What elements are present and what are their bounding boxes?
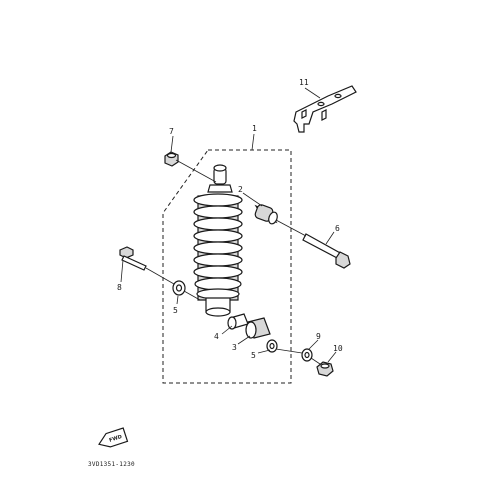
bracket-part-11	[293, 85, 357, 133]
part-code: 3VD1351-1230	[88, 461, 135, 468]
callout-7: 7	[169, 127, 174, 136]
callout-2: 2	[238, 185, 243, 194]
bolt-part-8	[119, 246, 147, 271]
washer-part-9	[301, 348, 313, 362]
assembly-boundary	[162, 149, 292, 384]
callout-6: 6	[335, 224, 340, 233]
callout-4: 4	[214, 332, 219, 341]
fwd-arrow-icon: FWD	[98, 427, 129, 448]
washer-part-5-left	[172, 280, 186, 296]
nut-part-10	[316, 361, 334, 377]
washer-part-5-right	[266, 339, 278, 353]
shock-absorber-part-1	[193, 164, 243, 317]
callout-9: 9	[316, 332, 321, 341]
callout-8: 8	[117, 283, 122, 292]
callout-3: 3	[232, 343, 237, 352]
collar-part-2	[254, 204, 278, 225]
nut-part-7	[164, 151, 179, 167]
callout-11: 11	[299, 78, 309, 87]
fwd-label: FWD	[109, 434, 123, 444]
callout-10: 10	[333, 344, 343, 353]
spacer-part-4	[227, 313, 249, 330]
callout-5-left: 5	[173, 306, 178, 315]
callout-1: 1	[252, 124, 257, 133]
bolt-part-6	[302, 233, 351, 269]
bushing-part-3	[245, 317, 271, 339]
callout-5-right: 5	[251, 351, 256, 360]
